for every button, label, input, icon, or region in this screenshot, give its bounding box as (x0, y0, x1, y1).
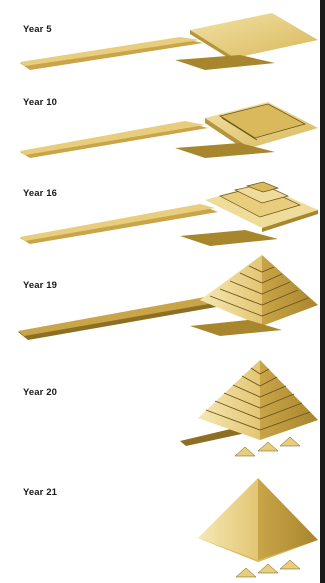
ramp-top (20, 204, 215, 241)
right-edge-strip (320, 0, 325, 583)
face-right (260, 360, 318, 440)
stage-year-21-art (198, 478, 318, 577)
stage-year-19-art (18, 255, 318, 340)
stage-label-year-5: Year 5 (23, 24, 52, 35)
platform (190, 13, 318, 58)
ramp-top (18, 297, 220, 336)
small-pyramids (236, 560, 300, 577)
ramp-top (20, 37, 200, 66)
lower-slab (175, 143, 275, 158)
lower-slab (180, 230, 278, 246)
stage-label-year-16: Year 16 (23, 188, 57, 199)
face-left (198, 360, 260, 440)
ramp-top (20, 121, 205, 155)
stage-year-10-art (20, 102, 318, 158)
small-pyramids (235, 437, 300, 456)
lower-slab (175, 55, 275, 70)
face-right (258, 478, 318, 562)
stage-label-year-20: Year 20 (23, 387, 57, 398)
stage-year-5-art (20, 13, 318, 70)
stage-year-16-art (20, 182, 318, 246)
stage-year-20-art (180, 360, 318, 456)
stage-label-year-21: Year 21 (23, 487, 57, 498)
stage-label-year-19: Year 19 (23, 280, 57, 291)
stage-label-year-10: Year 10 (23, 97, 57, 108)
